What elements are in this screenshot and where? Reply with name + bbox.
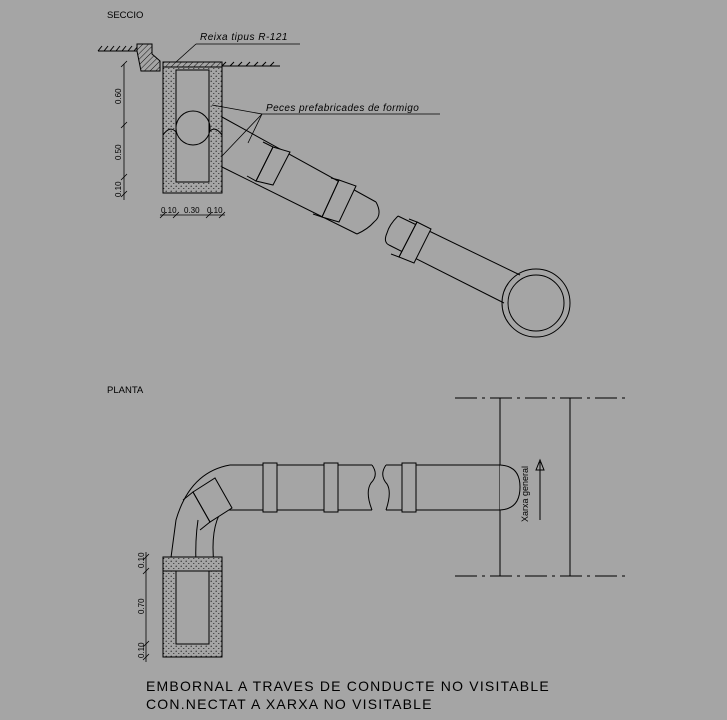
- section-dim-horizontal: [159, 211, 226, 219]
- callout-precast-label: Peces prefabricades de formigo: [266, 103, 419, 114]
- dim-label: 0.60: [114, 88, 123, 104]
- dim-label: 0.10: [137, 552, 146, 568]
- main-network-label: Xarxa general: [520, 466, 530, 522]
- plan-label: PLANTA: [107, 385, 144, 396]
- main-pipe-section: [501, 268, 571, 338]
- drawing-title-line1: EMBORNAL A TRAVES DE CONDUCTE NO VISITAB…: [146, 678, 550, 694]
- dim-label: 0.10: [207, 206, 223, 215]
- dim-label: 0.70: [137, 598, 146, 614]
- plan-pipe-horizontal: [222, 462, 521, 513]
- dim-label: 0.50: [114, 144, 123, 160]
- section-pipe-upper: [221, 116, 380, 235]
- callout-precast: [211, 104, 440, 157]
- plan-dim-vertical: [142, 552, 150, 662]
- section-box: [162, 61, 223, 194]
- plan-box: [162, 556, 223, 658]
- ground-line: [97, 43, 280, 72]
- section-dim-vertical: [120, 60, 128, 200]
- dim-label: 0.10: [161, 206, 177, 215]
- dim-label: 0.10: [137, 642, 146, 658]
- callout-grate-label: Reixa tipus R-121: [200, 32, 288, 43]
- drawing-title-line2: CON.NECTAT A XARXA NO VISITABLE: [146, 696, 433, 712]
- dim-label: 0.10: [114, 181, 123, 197]
- callout-grate: [175, 43, 300, 63]
- section-pipe-lower: [384, 215, 521, 304]
- section-label: SECCIO: [107, 10, 143, 21]
- plan-pipe-elbow: [169, 464, 233, 566]
- main-network-plan: [455, 397, 628, 577]
- dim-label: 0.30: [184, 206, 200, 215]
